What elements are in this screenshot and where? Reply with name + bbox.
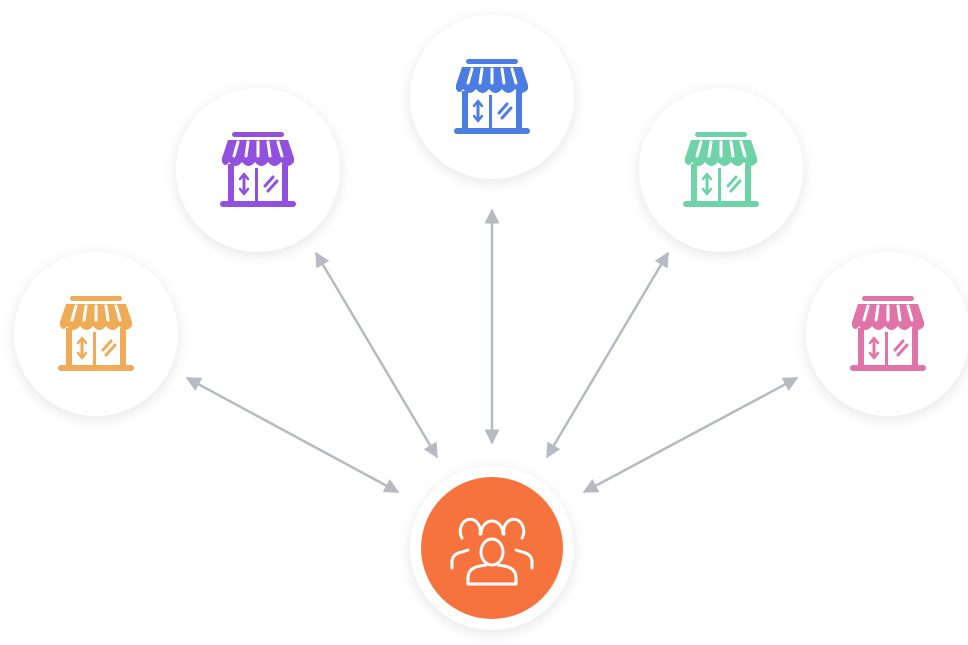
connector-arrow-4: [545, 251, 670, 459]
store-purple-node: [176, 88, 340, 252]
connector-group: [185, 208, 799, 494]
storefront-icon: [452, 57, 532, 136]
customers-hub-node: [410, 466, 574, 630]
storefront-icon: [681, 130, 761, 209]
hub-inner-circle: [421, 477, 563, 619]
store-pink-node: [806, 252, 968, 416]
connector-arrow-5: [582, 376, 799, 494]
store-blue-node: [410, 15, 574, 179]
connector-arrow-1: [185, 376, 400, 494]
store-orange-node: [14, 252, 178, 416]
storefront-icon: [56, 294, 136, 373]
storefront-icon: [848, 294, 928, 373]
connector-arrow-2: [314, 251, 439, 459]
store-green-node: [639, 88, 803, 252]
node-group: [14, 15, 968, 630]
user-group-icon: [450, 517, 534, 586]
storefront-icon: [218, 130, 298, 209]
